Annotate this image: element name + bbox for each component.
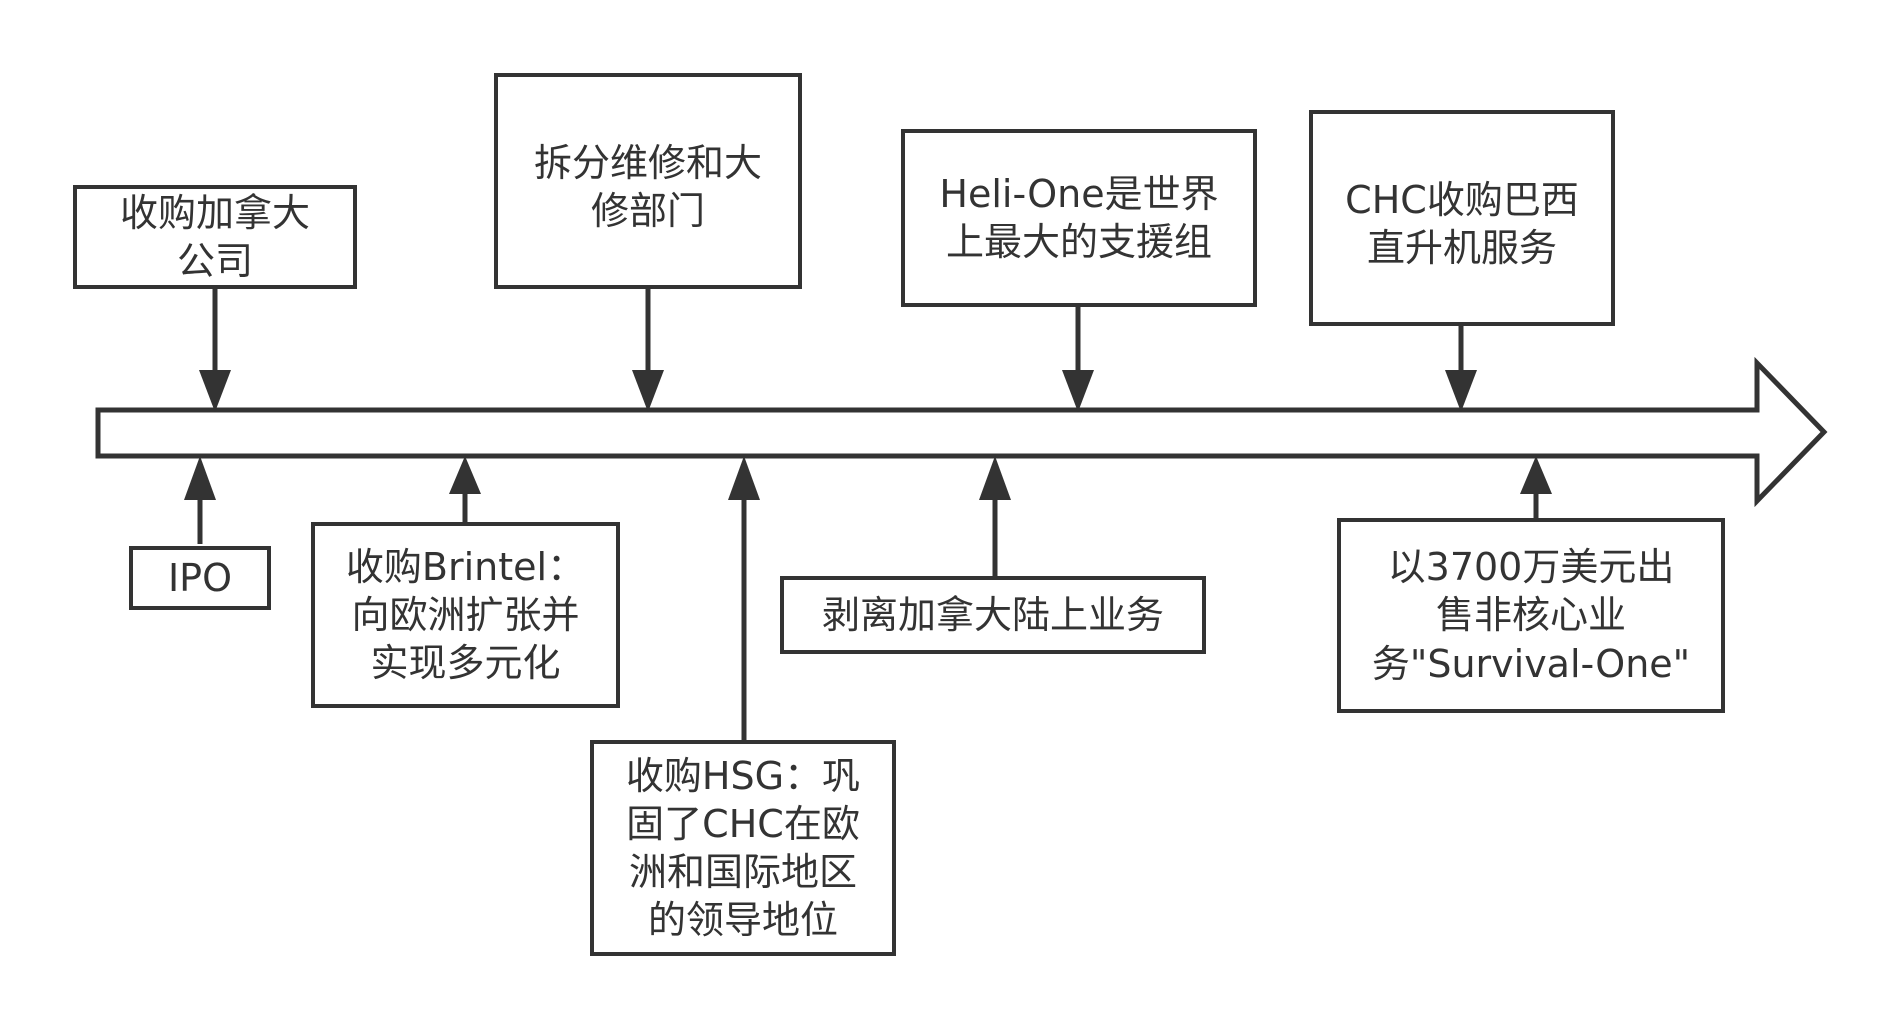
timeline-arrow (95, 356, 1828, 508)
event-box-sell-survival-one: 以3700万美元出 售非核心业 务"Survival-One" (1337, 518, 1725, 713)
event-text-line: 公司 (176, 239, 253, 283)
arrowhead-up-1 (199, 370, 231, 412)
event-box-acquire-hsg: 收购HSG：巩 固了CHC在欧 洲和国际地区 的领导地位 (590, 740, 896, 956)
event-text-line: 务"Survival-One" (1371, 641, 1691, 686)
arrowhead-down-2 (449, 456, 481, 494)
event-text-line: Heli-One是世界 (939, 171, 1219, 216)
arrowhead-up-4 (1445, 370, 1477, 412)
arrowhead-up-2 (632, 370, 664, 412)
event-text-line: 的领导地位 (647, 898, 838, 943)
event-text-line: 拆分维修和大 (533, 141, 762, 185)
event-text-line: IPO (167, 555, 233, 600)
event-text-line: 洲和国际地区 (628, 850, 857, 894)
event-text-line: 收购HSG：巩 (625, 753, 861, 798)
arrowhead-down-3 (728, 456, 760, 500)
event-text-line: 售非核心业 (1435, 593, 1626, 638)
event-box-ipo: IPO (129, 546, 271, 610)
event-text-line: 剥离加拿大陆上业务 (821, 592, 1164, 637)
event-text-line: 固了CHC在欧 (626, 801, 860, 846)
event-box-acquire-canadian-company: 收购加拿大 公司 (73, 185, 357, 289)
arrowhead-up-3 (1062, 370, 1094, 412)
event-box-heli-one: Heli-One是世界 上最大的支援组 (901, 129, 1257, 307)
event-box-divest-canadian-onshore: 剥离加拿大陆上业务 (780, 576, 1206, 654)
event-text-line: 收购加拿大 (119, 190, 310, 235)
arrowhead-down-5 (1520, 456, 1552, 494)
event-text-line: 实现多元化 (370, 641, 561, 686)
event-text-line: 以3700万美元出 (1387, 545, 1675, 590)
event-box-split-maintenance: 拆分维修和大 修部门 (494, 73, 802, 289)
arrowhead-down-1 (184, 456, 216, 500)
event-box-acquire-brintel: 收购Brintel： 向欧洲扩张并 实现多元化 (311, 522, 620, 708)
event-box-chc-acquire-brazil: CHC收购巴西 直升机服务 (1309, 110, 1615, 326)
arrowhead-down-4 (979, 456, 1011, 500)
event-text-line: 上最大的支援组 (945, 220, 1212, 264)
event-text-line: 修部门 (590, 189, 705, 234)
event-text-line: 向欧洲扩张并 (351, 592, 580, 637)
event-text-line: 收购Brintel： (345, 544, 586, 589)
event-text-line: CHC收购巴西 (1345, 178, 1579, 222)
event-text-line: 直升机服务 (1366, 226, 1557, 271)
